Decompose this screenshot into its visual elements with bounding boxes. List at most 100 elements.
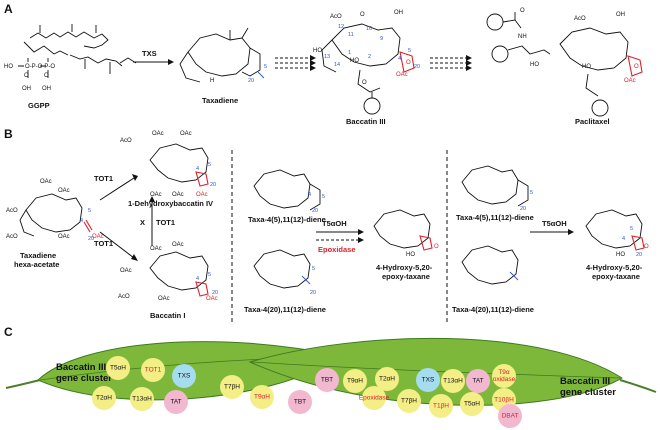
gene-label: T2αH	[379, 376, 395, 383]
gene-label: TAT	[170, 399, 181, 406]
baccatin-oac: OAc	[396, 72, 408, 78]
baccatin-i-label: Baccatin I	[150, 311, 185, 320]
baccatin-ho: HO	[313, 48, 322, 54]
gene-bubble	[106, 356, 130, 380]
taxa420-2-label: Taxa-4(20),11(12)-diene	[452, 305, 534, 314]
paclitaxel-ho-2: HO	[582, 64, 591, 70]
gene-label: TXS	[178, 373, 191, 380]
hydroxy-epoxy-2-c20: 20	[636, 252, 642, 258]
gene-bubble	[416, 368, 440, 392]
paclitaxel-ho: HO	[530, 62, 539, 68]
hydroxy-epoxy-structure-1: HO O 4-Hydroxy-5,20- epoxy-taxane	[373, 209, 439, 281]
multistep-arrow-1	[275, 55, 316, 71]
dehydro-c4: 4	[196, 166, 199, 172]
paclitaxel-oac: OAc	[624, 78, 636, 84]
ggpp-structure: O-P-O-P-O O O OH OH HO GGPP	[4, 24, 137, 110]
gene-bubble	[460, 392, 484, 416]
gene-bubble	[172, 364, 196, 388]
baccatin1-c4: 4	[196, 276, 199, 282]
dehydroxybaccatin-label: 1-Dehydroxybaccatin IV	[128, 199, 213, 208]
taxa420-structure-2: Taxa-4(20),11(12)-diene	[452, 245, 534, 314]
paclitaxel-o: O	[520, 8, 525, 14]
baccatin-aco: AcO	[330, 14, 342, 20]
hexaacetate-oac-red: OAc	[92, 234, 104, 240]
baccatin1-oac-3: OAc	[120, 268, 132, 274]
baccatin-c12: 12	[338, 24, 344, 30]
gene-bubble	[164, 390, 188, 414]
gene-bubble	[343, 369, 367, 393]
baccatin-c5: 5	[408, 48, 411, 54]
tot1-top-label: TOT1	[94, 174, 113, 183]
paclitaxel-oh: OH	[616, 12, 625, 18]
baccatin-oh: OH	[394, 10, 403, 16]
taxa45-structure-1: 5 4 20 Taxa-4(5),11(12)-diene	[248, 169, 326, 224]
gene-bubble	[315, 368, 339, 392]
ggpp-oh-left: OH	[22, 86, 31, 92]
blocked-x-mark: X	[140, 218, 145, 227]
epoxidase-label: Epoxidase	[318, 245, 356, 254]
taxa45-1-c20: 20	[312, 208, 318, 214]
gene-label: T1βH	[433, 403, 449, 410]
gene-label: TAT	[472, 378, 483, 385]
hexaacetate-label-l1: Taxadiene	[20, 251, 56, 260]
baccatin-c2: 2	[368, 54, 371, 60]
taxa420-1-c5: 5	[312, 266, 315, 272]
paclitaxel-label: Paclitaxel	[575, 117, 610, 126]
gene-label: DBAT	[502, 413, 519, 420]
dehydroxybaccatin-structure: AcO OAc OAc OAc OAc OAc 5 4 20 1-Dehydro…	[120, 131, 216, 208]
gene-label: T13αH	[443, 378, 463, 385]
baccatin-o-bz: O	[362, 80, 367, 86]
gene-label: T2αH	[96, 395, 112, 402]
gene-label: Epoxidase	[359, 395, 390, 402]
taxa420-1-label: Taxa-4(20),11(12)-diene	[244, 305, 326, 314]
taxadiene-label: Taxadiene	[202, 96, 238, 105]
dehydro-oac-2: OAc	[180, 131, 192, 137]
baccatin-ho-2: HO	[350, 58, 359, 64]
gene-label: TBT	[321, 377, 333, 384]
ggpp-o-left: O	[24, 73, 29, 79]
hexaacetate-label-l2: hexa-acetate	[14, 260, 59, 269]
gene-label: T5αH	[110, 365, 126, 372]
hexaacetate-structure: OAc OAc AcO AcO OAc OAc 5 4 20 Taxadiene…	[6, 179, 104, 269]
dehydro-oac-4: OAc	[172, 192, 184, 198]
panel-c-label: C	[4, 325, 13, 339]
gene-bubble	[466, 369, 490, 393]
dehydro-oac-3: OAc	[150, 192, 162, 198]
gene-label: T7βH	[224, 384, 240, 391]
hydroxy-epoxy-2-ho: HO	[616, 252, 625, 258]
taxadiene-c20: 20	[248, 78, 254, 84]
ggpp-opp-label: O-P-O-P-O	[25, 64, 55, 70]
baccatin-o-top: O	[360, 12, 365, 18]
dehydro-aco-1: AcO	[120, 138, 132, 144]
ggpp-label: GGPP	[28, 101, 50, 110]
hexaacetate-aco-2: AcO	[6, 234, 18, 240]
baccatin-c13: 13	[324, 54, 330, 60]
panel-a-label: A	[4, 2, 13, 16]
baccatin-c14: 14	[334, 62, 340, 68]
baccatin-c11: 11	[348, 32, 354, 38]
hydroxy-epoxy-2-c5: 5	[630, 226, 633, 232]
baccatin1-c5: 5	[208, 272, 211, 278]
baccatin-epoxide-o: O	[406, 60, 411, 66]
baccatin1-oac-1: OAc	[150, 246, 162, 252]
gene-bubble	[250, 385, 274, 409]
hexaacetate-c20: 20	[88, 236, 94, 242]
baccatin-i-structure: OAc OAc OAc AcO OAc OAc 5 4 20 Baccatin …	[118, 242, 218, 320]
txs-reaction-arrow: TXS	[133, 49, 174, 65]
gene-label: T13αH	[132, 396, 152, 403]
hydroxy-epoxy-structure-2: HO O 5 4 20 4-Hydroxy-5,20- epoxy-taxane	[585, 209, 649, 281]
panel-b-label: B	[4, 127, 13, 141]
taxa420-1-c20: 20	[310, 290, 316, 296]
gene-bubble	[362, 386, 386, 410]
taxa420-structure-1: 5 20 Taxa-4(20),11(12)-diene	[244, 249, 326, 314]
cluster-right-title-l2: gene cluster	[560, 387, 616, 398]
hexaacetate-c4: 4	[80, 218, 83, 224]
hexaacetate-oac-3: OAc	[58, 234, 70, 240]
dehydro-c5: 5	[208, 162, 211, 168]
t5aoh-arrow-2: T5αOH	[530, 219, 574, 235]
gene-bubble	[429, 394, 453, 418]
gene-label: T7βH	[401, 398, 417, 405]
paclitaxel-epoxide-o: O	[634, 64, 639, 70]
gene-label: TOT1	[145, 367, 162, 374]
